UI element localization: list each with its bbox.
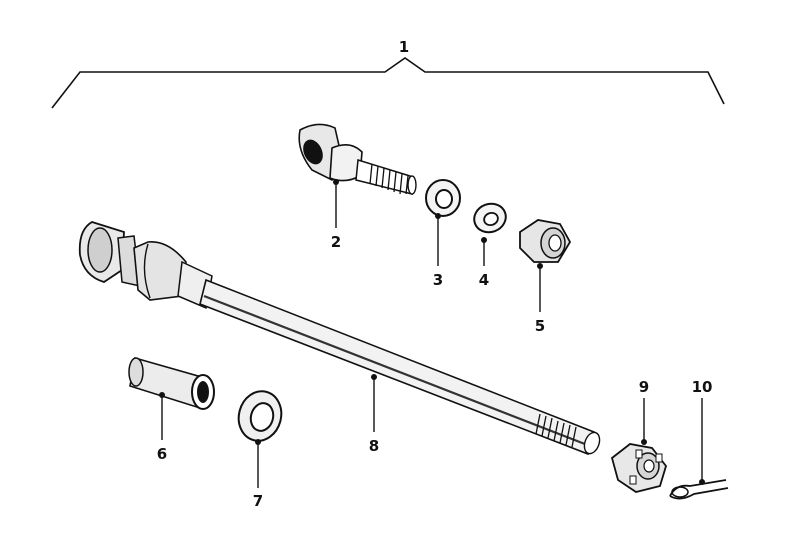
callout-4: 4 — [479, 271, 489, 289]
callout-9: 9 — [639, 378, 649, 396]
callout-7: 7 — [253, 492, 263, 510]
part-washer-large — [237, 390, 283, 442]
part-eye-bolt — [298, 123, 417, 195]
callout-3: 3 — [433, 271, 443, 289]
assembly-bracket — [51, 57, 725, 109]
part-axle-shaft — [78, 221, 601, 456]
part-castle-nut — [610, 443, 667, 493]
callout-10: 10 — [692, 378, 713, 396]
part-spacer-sleeve — [128, 356, 215, 410]
part-washer-spring — [473, 202, 507, 234]
leader-lines — [159, 179, 705, 488]
callout-8: 8 — [369, 437, 379, 455]
callout-2: 2 — [331, 233, 341, 251]
callout-1: 1 — [399, 38, 409, 56]
callout-5: 5 — [535, 317, 545, 335]
part-hex-nut — [519, 219, 572, 263]
part-cotter-pin — [669, 479, 729, 500]
part-washer-flat — [425, 179, 461, 217]
callout-6: 6 — [157, 445, 167, 463]
